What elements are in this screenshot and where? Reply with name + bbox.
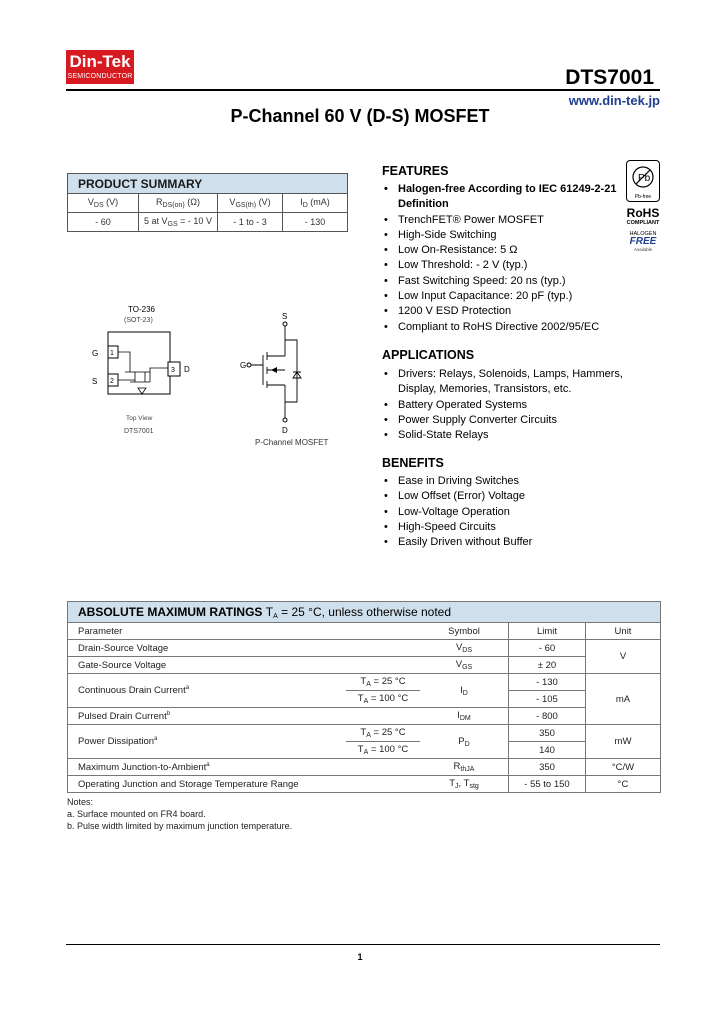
application-item: Drivers: Relays, Solenoids, Lamps, Hamme… — [382, 367, 664, 398]
applications-list: Drivers: Relays, Solenoids, Lamps, Hamme… — [382, 367, 664, 444]
website-link[interactable]: www.din-tek.jp — [568, 93, 660, 108]
absolute-maximum-ratings-table: ABSOLUTE MAXIMUM RATINGS TA = 25 °C, unl… — [67, 601, 661, 793]
table-row: Drain-Source Voltage VDS - 60 V — [67, 639, 661, 674]
pin-g-label: G — [92, 349, 98, 358]
table-row: Gate-Source Voltage VGS ± 20 — [67, 656, 661, 674]
applications-heading: APPLICATIONS — [382, 348, 475, 362]
vgsth-value: - 1 to - 3 — [217, 212, 283, 232]
feature-item: Compliant to RoHS Directive 2002/95/EC — [382, 320, 622, 336]
halogen-free-label: FREE — [629, 236, 657, 247]
pin3-label: 3 — [171, 367, 175, 374]
pin2-label: 2 — [110, 378, 114, 385]
ratings-heading: ABSOLUTE MAXIMUM RATINGS TA = 25 °C, unl… — [67, 601, 661, 623]
note-b: b. Pulse width limited by maximum juncti… — [67, 821, 293, 831]
product-summary-data-row: - 60 5 at VGS = - 10 V - 1 to - 3 - 130 — [67, 212, 348, 232]
application-item: Battery Operated Systems — [382, 398, 664, 414]
feature-item: High-Side Switching — [382, 228, 622, 244]
pin1-label: 1 — [110, 350, 114, 357]
package-alt-name: (SOT-23) — [124, 317, 153, 324]
col-unit: Unit — [585, 622, 661, 640]
notes: Notes: a. Surface mounted on FR4 board. … — [67, 796, 292, 832]
compliance-badges: Pb Pb-free RoHS COMPLIANT HALOGEN FREE A… — [618, 160, 668, 252]
vds-value: - 60 — [67, 212, 139, 232]
view-label: Top View — [126, 415, 153, 422]
col-limit: Limit — [508, 622, 586, 640]
rdson-value: 5 at VGS = - 10 V — [138, 212, 218, 232]
rohs-compliant-label: COMPLIANT — [626, 220, 660, 226]
col-vgsth: VGS(th) (V) — [217, 193, 283, 213]
col-parameter: Parameter — [67, 622, 420, 640]
product-summary-table: PRODUCT SUMMARY VDS (V) RDS(on) (Ω) VGS(… — [67, 173, 348, 232]
svg-text:Pb: Pb — [638, 173, 651, 184]
benefit-item: Ease in Driving Switches — [382, 474, 662, 490]
symbol-source-label: S — [282, 312, 287, 321]
note-a: a. Surface mounted on FR4 board. — [67, 809, 206, 819]
company-logo: Din-Tek SEMICONDUCTOR — [66, 50, 134, 84]
marking-label: DTS7001 — [124, 428, 154, 435]
feature-item: 1200 V ESD Protection — [382, 304, 622, 320]
mosfet-symbol: S G D P-Channel MOSFET — [240, 312, 328, 447]
symbol-gate-label: G — [240, 361, 246, 370]
col-rdson: RDS(on) (Ω) — [138, 193, 218, 213]
table-row: Power Dissipationa TA = 25 °C PD 350 mW — [67, 724, 661, 759]
benefits-list: Ease in Driving Switches Low Offset (Err… — [382, 474, 662, 551]
product-summary-header-row: VDS (V) RDS(on) (Ω) VGS(th) (V) ID (mA) — [67, 193, 348, 213]
page-title: P-Channel 60 V (D-S) MOSFET — [230, 106, 490, 126]
benefit-item: Easily Driven without Buffer — [382, 535, 662, 551]
symbol-drain-label: D — [282, 426, 288, 435]
package-name: TO-236 — [128, 305, 156, 314]
col-symbol: Symbol — [420, 622, 509, 640]
pb-free-icon: Pb Pb-free — [626, 160, 660, 202]
logo-subtitle: SEMICONDUCTOR — [67, 73, 133, 80]
pin-d-label: D — [184, 365, 190, 374]
notes-title: Notes: — [67, 797, 94, 807]
halogen-available-label: Available — [633, 247, 653, 252]
logo-name: Din-Tek — [69, 52, 131, 71]
features-list: Halogen-free According to IEC 61249-2-21… — [382, 182, 622, 335]
benefit-item: Low Offset (Error) Voltage — [382, 489, 662, 505]
application-item: Power Supply Converter Circuits — [382, 413, 664, 429]
table-row: Pulsed Drain Currentb IDM - 800 — [67, 707, 661, 725]
feature-item: Halogen-free According to IEC 61249-2-21… — [382, 182, 622, 213]
footer-rule — [66, 944, 660, 945]
benefits-heading: BENEFITS — [382, 456, 444, 470]
feature-item: Low Threshold: - 2 V (typ.) — [382, 258, 622, 274]
application-item: Solid-State Relays — [382, 428, 664, 444]
table-row: Continuous Drain Currenta TA = 25 °C ID … — [67, 673, 661, 725]
benefit-item: High-Speed Circuits — [382, 520, 662, 536]
pin-s-label: S — [92, 377, 97, 386]
features-heading: FEATURES — [382, 164, 449, 178]
ratings-header-row: Parameter Symbol Limit Unit — [67, 622, 661, 640]
feature-item: TrenchFET® Power MOSFET — [382, 213, 622, 229]
table-row: Maximum Junction-to-Ambienta RthJA 350 °… — [67, 758, 661, 776]
symbol-caption: P-Channel MOSFET — [255, 438, 328, 447]
feature-item: Low Input Capacitance: 20 pF (typ.) — [382, 289, 622, 305]
id-value: - 130 — [282, 212, 348, 232]
page-number: 1 — [357, 952, 363, 962]
part-number: DTS7001 — [565, 66, 654, 89]
halogen-label: HALOGEN — [629, 231, 657, 237]
benefit-item: Low-Voltage Operation — [382, 505, 662, 521]
table-row: Operating Junction and Storage Temperatu… — [67, 775, 661, 793]
feature-item: Low On-Resistance: 5 Ω — [382, 243, 622, 259]
col-id: ID (mA) — [282, 193, 348, 213]
product-summary-heading: PRODUCT SUMMARY — [67, 173, 348, 194]
feature-item: Fast Switching Speed: 20 ns (typ.) — [382, 274, 622, 290]
pb-free-label: Pb-free — [634, 194, 652, 200]
col-vds: VDS (V) — [67, 193, 139, 213]
header-rule — [66, 89, 660, 91]
rohs-label: RoHS — [626, 206, 660, 220]
package-diagram: TO-236 (SOT-23) 1 2 3 G S D Top View DTS… — [92, 305, 190, 435]
